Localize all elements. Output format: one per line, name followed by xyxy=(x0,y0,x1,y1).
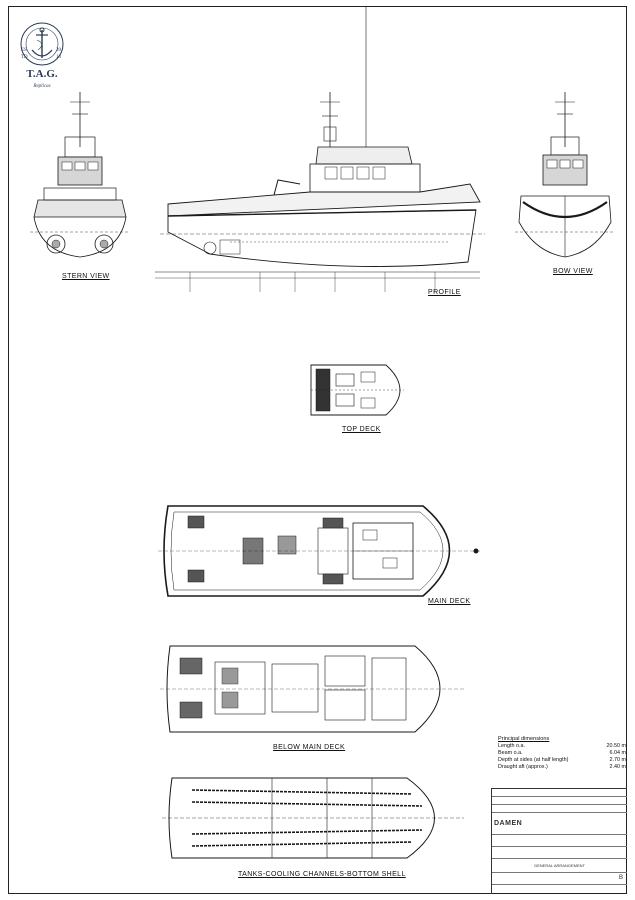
logo-script: Replicas xyxy=(33,84,51,89)
principal-dimensions-title: Principal dimensions xyxy=(498,736,550,742)
info-row xyxy=(492,847,627,859)
bow-view-label: BOW VIEW xyxy=(553,268,593,275)
profile-view-drawing xyxy=(155,92,485,292)
anchor-emblem-icon xyxy=(20,22,64,66)
tag-logo: ES TD 20 13 T.A.G. Replicas xyxy=(18,20,66,98)
logo-name: T.A.G. xyxy=(26,68,58,80)
logo-year-left-top: ES xyxy=(21,48,27,53)
dimension-label: Beam o.a. xyxy=(498,750,523,756)
stern-view-drawing xyxy=(30,92,130,258)
logo-year-right-bottom: 13 xyxy=(56,55,61,60)
stern-view-label: STERN VIEW xyxy=(62,273,110,280)
title-block: DAMEN GENERAL ARRANGEMENT B xyxy=(491,788,627,894)
principal-dimensions-table: Principal dimensions Length o.a. 20.50 m… xyxy=(498,736,626,771)
dimension-value: 2.40 m xyxy=(609,764,626,770)
revision-row xyxy=(492,797,627,805)
main-deck-label: MAIN DECK xyxy=(428,598,471,605)
damen-brand: DAMEN xyxy=(494,820,523,827)
revision-row xyxy=(492,789,627,797)
bow-view-drawing xyxy=(515,92,615,258)
dimension-row: Beam o.a. 6.04 m xyxy=(498,750,626,757)
tanks-label: TANKS-COOLING CHANNELS-BOTTOM SHELL xyxy=(238,871,406,878)
profile-label: PROFILE xyxy=(428,289,461,296)
dimension-label: Draught aft (approx.) xyxy=(498,764,548,770)
drawing-sheet-border xyxy=(8,6,627,894)
logo-year-left-bottom: TD xyxy=(21,55,28,60)
drawing-title: GENERAL ARRANGEMENT xyxy=(492,859,627,873)
main-deck-drawing xyxy=(158,505,480,597)
sheet-letter: B xyxy=(618,875,623,881)
tanks-bottom-shell-drawing xyxy=(162,777,464,859)
dimension-row: Length o.a. 20.50 m xyxy=(498,743,626,750)
dimension-value: 2.70 m xyxy=(609,757,626,763)
dimension-label: Length o.a. xyxy=(498,743,525,749)
logo-year-right-top: 20 xyxy=(56,48,61,53)
brand-row: DAMEN xyxy=(492,813,627,835)
top-deck-drawing xyxy=(310,364,404,416)
top-deck-label: TOP DECK xyxy=(342,426,381,433)
below-main-deck-drawing xyxy=(160,645,466,733)
dimension-row: Draught aft (approx.) 2.40 m xyxy=(498,764,626,771)
info-row xyxy=(492,835,627,847)
dimension-label: Depth at sides (at half length) xyxy=(498,757,569,763)
below-main-deck-label: BELOW MAIN DECK xyxy=(273,744,346,751)
dimension-row: Depth at sides (at half length) 2.70 m xyxy=(498,757,626,764)
dimension-value: 20.50 m xyxy=(606,743,626,749)
revision-row xyxy=(492,805,627,813)
dimension-value: 6.04 m xyxy=(609,750,626,756)
number-row: B xyxy=(492,873,627,885)
